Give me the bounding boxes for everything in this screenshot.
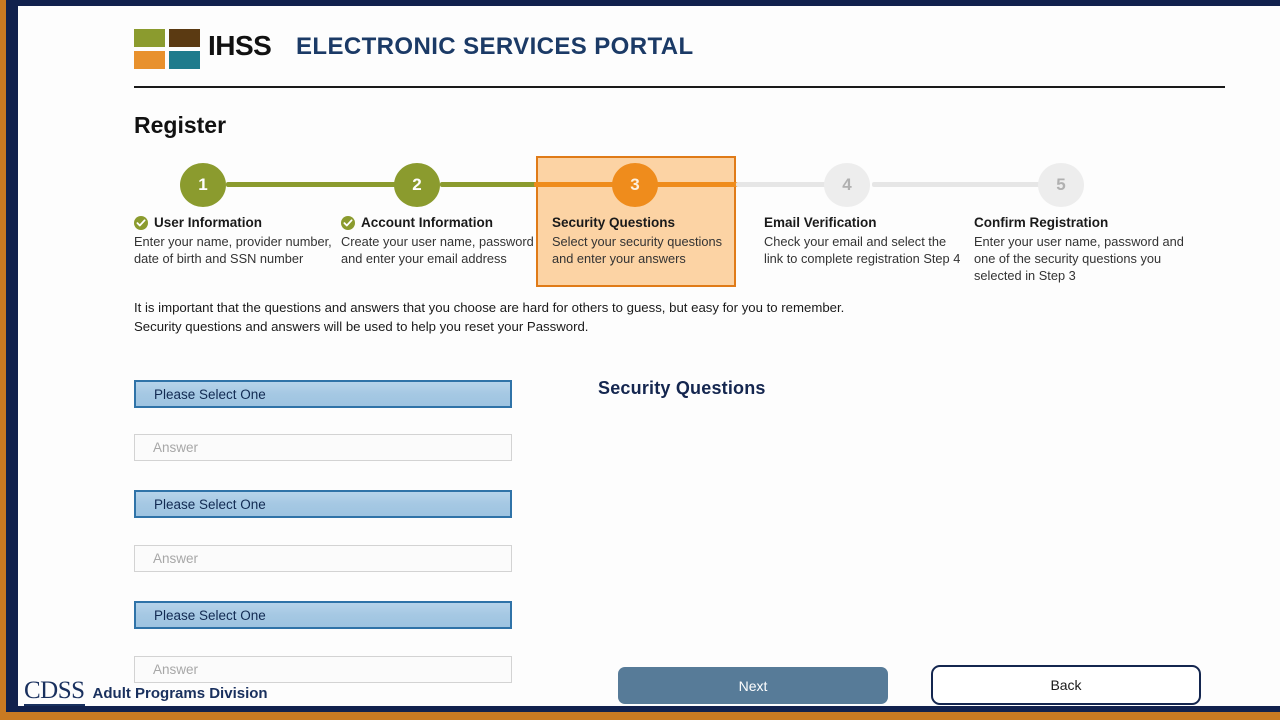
logo-square-teal bbox=[169, 51, 200, 69]
logo-square-brown bbox=[169, 29, 200, 47]
next-button[interactable]: Next bbox=[618, 667, 888, 704]
step-circle-2[interactable]: 2 bbox=[394, 163, 440, 207]
step-title-5: Confirm Registration bbox=[974, 215, 1109, 230]
logo-square-orange bbox=[134, 51, 165, 69]
step-desc-5: Enter your user name, password and one o… bbox=[974, 234, 1184, 283]
registration-stepper: 1 2 3 4 5 User Information Enter your na… bbox=[134, 150, 1226, 290]
ihss-logo bbox=[134, 29, 200, 69]
step-number-2: 2 bbox=[412, 175, 422, 194]
step-number-1: 1 bbox=[198, 175, 208, 194]
step-title-3: Security Questions bbox=[552, 215, 676, 230]
cdss-wordmark: CDSS bbox=[24, 677, 85, 706]
connector-1-2 bbox=[226, 182, 416, 187]
step-title-1-text: User Information bbox=[154, 215, 263, 230]
security-answer-input-3[interactable]: Answer bbox=[134, 656, 512, 683]
step-circle-1[interactable]: 1 bbox=[180, 163, 226, 207]
security-question-select-3[interactable]: Please Select One bbox=[134, 601, 512, 629]
step-title-2: Account Information bbox=[341, 215, 541, 230]
connector-4-5 bbox=[872, 182, 1070, 187]
header-divider bbox=[134, 86, 1225, 88]
check-icon bbox=[341, 216, 355, 230]
security-question-select-1[interactable]: Please Select One bbox=[134, 380, 512, 408]
security-answer-input-2[interactable]: Answer bbox=[134, 545, 512, 572]
brand-title: ELECTRONIC SERVICES PORTAL bbox=[296, 33, 694, 60]
step-number-5: 5 bbox=[1056, 175, 1066, 194]
security-answer-input-1[interactable]: Answer bbox=[134, 434, 512, 461]
security-question-select-2[interactable]: Please Select One bbox=[134, 490, 512, 518]
step-circle-4[interactable]: 4 bbox=[824, 163, 870, 207]
step-label-4[interactable]: Email Verification Check your email and … bbox=[764, 215, 964, 268]
step-circle-3[interactable]: 3 bbox=[612, 163, 658, 207]
step-desc-1: Enter your name, provider number, date o… bbox=[134, 234, 332, 266]
security-questions-heading: Security Questions bbox=[598, 378, 766, 398]
step-title-2-text: Account Information bbox=[361, 215, 493, 230]
instructions-line-1: It is important that the questions and a… bbox=[134, 300, 845, 315]
instructions-line-2: Security questions and answers will be u… bbox=[134, 319, 589, 334]
step-label-5[interactable]: Confirm Registration Enter your user nam… bbox=[974, 215, 1194, 284]
back-button[interactable]: Back bbox=[931, 665, 1201, 705]
step-title-4: Email Verification bbox=[764, 215, 877, 230]
logo-square-olive bbox=[134, 29, 165, 47]
step-title-1: User Information bbox=[134, 215, 334, 230]
page-title: Register bbox=[134, 112, 227, 138]
step-circle-5[interactable]: 5 bbox=[1038, 163, 1084, 207]
step-desc-4: Check your email and select the link to … bbox=[764, 234, 961, 266]
step-number-3: 3 bbox=[630, 175, 640, 194]
check-icon bbox=[134, 216, 148, 230]
site-header: IHSS ELECTRONIC SERVICES PORTAL bbox=[134, 24, 1226, 86]
cdss-division-label: Adult Programs Division bbox=[92, 685, 268, 702]
cdss-footer-logo: CDSS Adult Programs Division bbox=[24, 678, 268, 706]
step-label-2[interactable]: Account Information Create your user nam… bbox=[341, 215, 541, 268]
step-desc-2: Create your user name, password and ente… bbox=[341, 234, 534, 266]
instructions-paragraph: It is important that the questions and a… bbox=[134, 298, 994, 336]
step-label-3[interactable]: Security Questions Select your security … bbox=[552, 215, 727, 268]
step-number-4: 4 bbox=[842, 175, 852, 194]
brand-abbreviation: IHSS bbox=[208, 30, 272, 61]
window-border: IHSS ELECTRONIC SERVICES PORTAL Register… bbox=[6, 0, 1280, 712]
step-label-1[interactable]: User Information Enter your name, provid… bbox=[134, 215, 334, 268]
page-canvas: IHSS ELECTRONIC SERVICES PORTAL Register… bbox=[18, 6, 1280, 706]
step-desc-3: Select your security questions and enter… bbox=[552, 234, 722, 266]
connector-3-4 bbox=[736, 182, 858, 187]
